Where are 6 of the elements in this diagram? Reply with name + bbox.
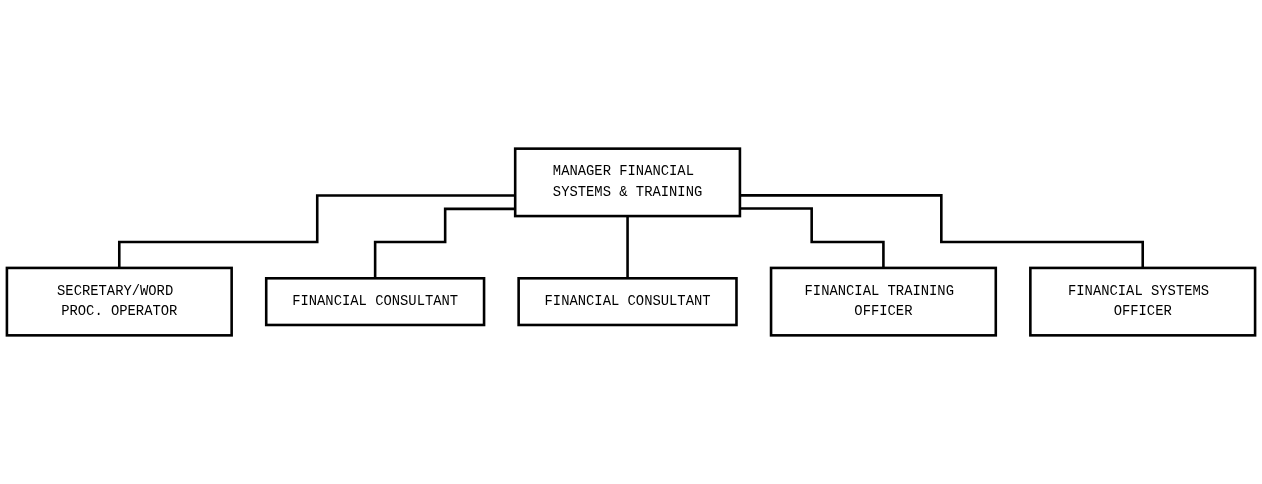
node-box: FINANCIAL SYSTEMS OFFICER xyxy=(1029,266,1257,337)
node-box: MANAGER FINANCIAL SYSTEMS & TRAINING xyxy=(513,147,742,218)
node-box: FINANCIAL CONSULTANT xyxy=(517,277,738,327)
node-box: SECRETARY/WORD PROC. OPERATOR xyxy=(5,266,233,337)
node-box: FINANCIAL CONSULTANT xyxy=(264,277,486,327)
node-box: FINANCIAL TRAINING OFFICER xyxy=(769,266,998,337)
